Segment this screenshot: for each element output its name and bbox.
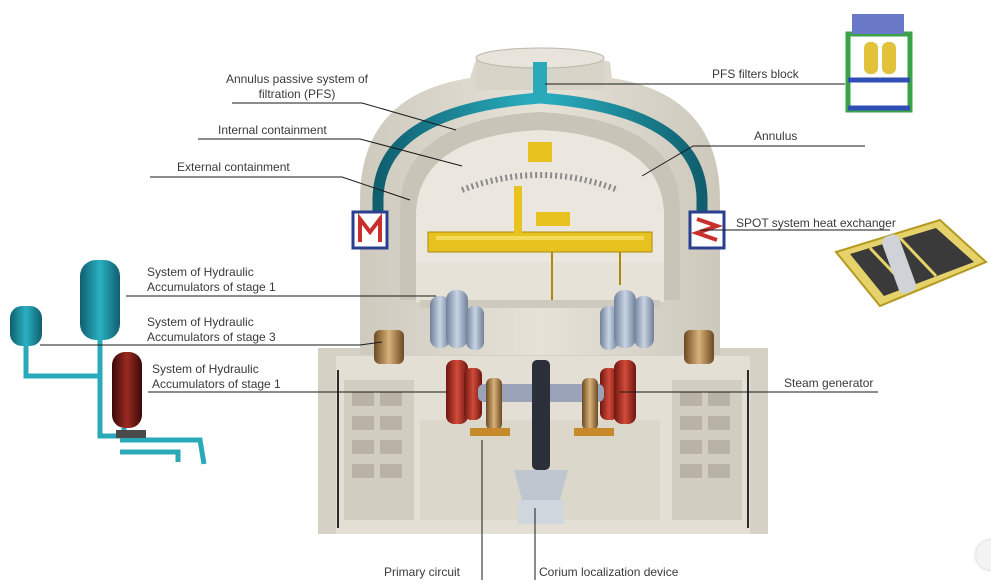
label-annulus-pfs-line1: Annulus passive system of [225,72,369,86]
label-spot-heat-exchanger: SPOT system heat exchanger [736,216,896,230]
spot-heat-exchanger-icon-left [351,210,389,250]
label-annulus-pfs: Annulus passive system of filtration (PF… [212,72,382,102]
spot-heat-exchanger [834,218,988,308]
primary-circuit [470,360,614,470]
label-hydraulic-stage1-top-line1: System of Hydraulic [147,265,254,279]
label-hydraulic-stage3-line1: System of Hydraulic [147,315,254,329]
label-hydraulic-stage3: System of Hydraulic Accumulators of stag… [147,315,276,345]
label-hydraulic-stage1-top: System of Hydraulic Accumulators of stag… [147,265,276,295]
pfs-filters-block [845,14,913,113]
corium-localization-device [514,470,568,524]
label-annulus: Annulus [754,129,798,143]
label-pfs-filters-block: PFS filters block [712,67,799,81]
label-external-containment: External containment [177,160,290,174]
corner-scroll-button[interactable] [976,540,991,570]
label-corium-localization-device: Corium localization device [539,565,679,579]
hydraulic-accumulators-stage1-inside [430,290,654,350]
external-hydraulic-accumulators [10,260,207,465]
leader-lines [40,83,890,580]
label-hydraulic-stage1-bottom: System of Hydraulic Accumulators of stag… [152,362,281,392]
label-hydraulic-stage1-bottom-line1: System of Hydraulic [152,362,259,376]
label-hydraulic-stage1-bottom-line2: Accumulators of stage 1 [152,377,281,391]
label-annulus-pfs-line2: filtration (PFS) [258,87,336,101]
label-hydraulic-stage3-line2: Accumulators of stage 3 [147,330,276,344]
reactor-building [318,47,768,534]
label-primary-circuit: Primary circuit [384,565,461,579]
label-internal-containment: Internal containment [218,123,327,137]
label-steam-generator: Steam generator [784,376,874,390]
label-hydraulic-stage1-top-line2: Accumulators of stage 1 [147,280,276,294]
